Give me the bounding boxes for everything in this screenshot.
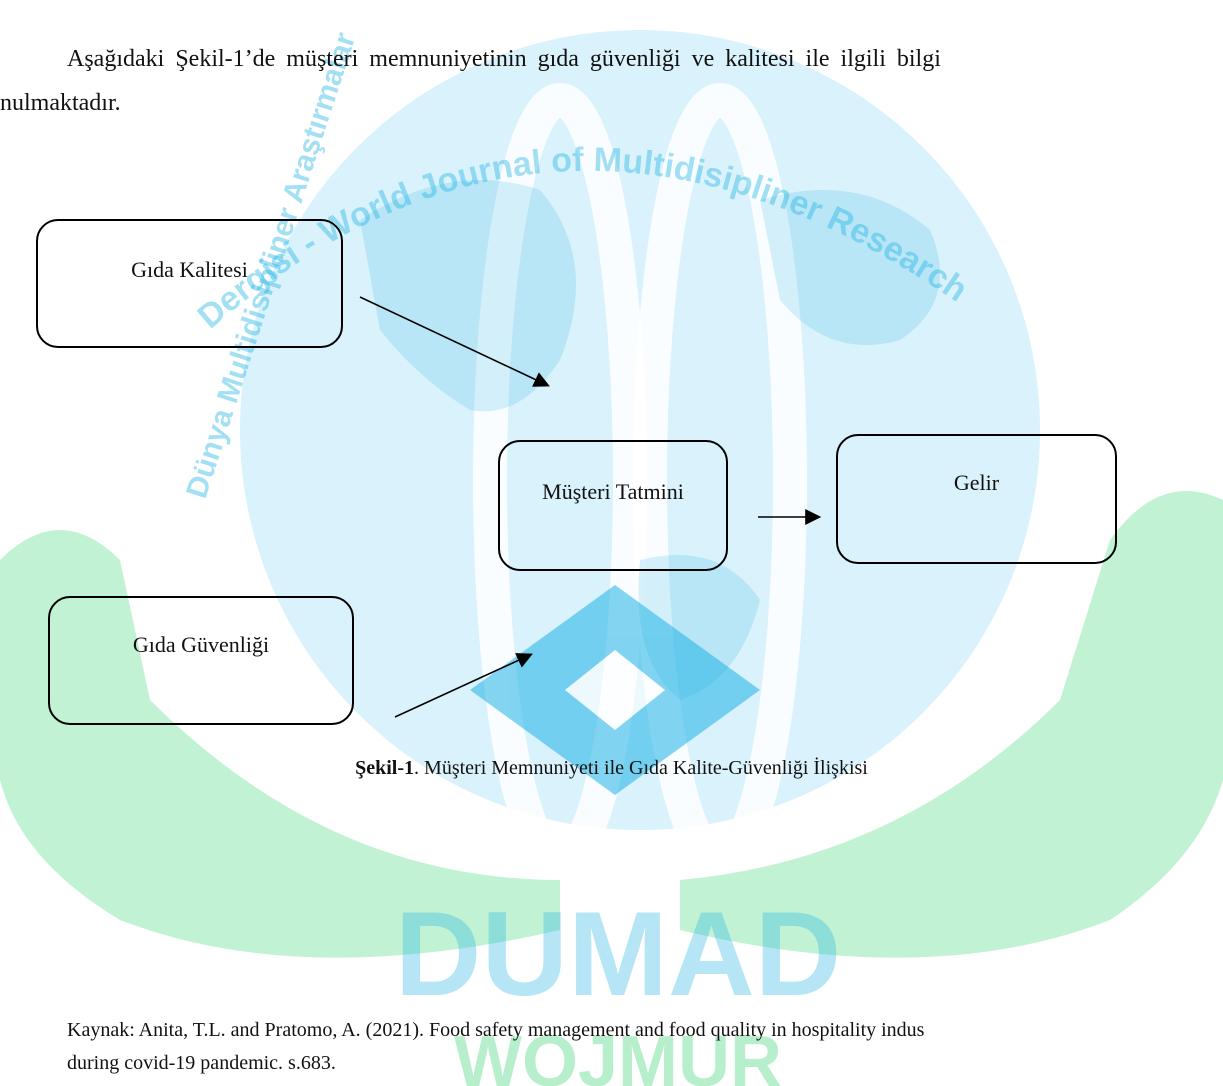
node-label: Gıda Kalitesi (131, 257, 248, 282)
intro-paragraph-line-2: nulmaktadır. (0, 90, 121, 116)
node-gida-guvenligi: Gıda Güvenliği (48, 596, 354, 725)
node-gida-kalitesi: Gıda Kalitesi (36, 219, 343, 348)
figure-caption: Şekil-1. Müşteri Memnuniyeti ile Gıda Ka… (0, 757, 1223, 780)
node-label: Gıda Güvenliği (132, 632, 270, 657)
arrow-guvenlik-to-tatmin (394, 653, 533, 718)
node-gelir: Gelir (836, 434, 1117, 564)
node-musteri-tatmini: Müşteri Tatmini (498, 440, 728, 571)
globe-meridian-right (633, 83, 807, 877)
source-citation-line-1: Kaynak: Anita, T.L. and Pratomo, A. (202… (67, 1019, 925, 1041)
watermark-acronym-2: WOJMUR (454, 1022, 782, 1086)
watermark-acronym-1: DUMAD (395, 887, 842, 1021)
arrow-kalite-to-tatmin (359, 296, 550, 387)
right-hand-shape (680, 491, 1223, 958)
globe-continents (360, 180, 940, 700)
node-label: Müşteri Tatmini (542, 479, 684, 504)
figure-caption-label: Şekil-1 (355, 757, 415, 779)
kilim-motif (470, 585, 760, 795)
intro-paragraph-line-1: Aşağıdaki Şekil-1’de müşteri memnuniyeti… (67, 46, 941, 72)
left-hand-shape (0, 530, 560, 958)
node-label: Gelir (953, 470, 1000, 495)
globe-meridian-left (473, 83, 647, 877)
figure-caption-text: . Müşteri Memnuniyeti ile Gıda Kalite-Gü… (414, 757, 868, 779)
source-citation-line-2: during covid-19 pandemic. s.683. (67, 1052, 336, 1074)
